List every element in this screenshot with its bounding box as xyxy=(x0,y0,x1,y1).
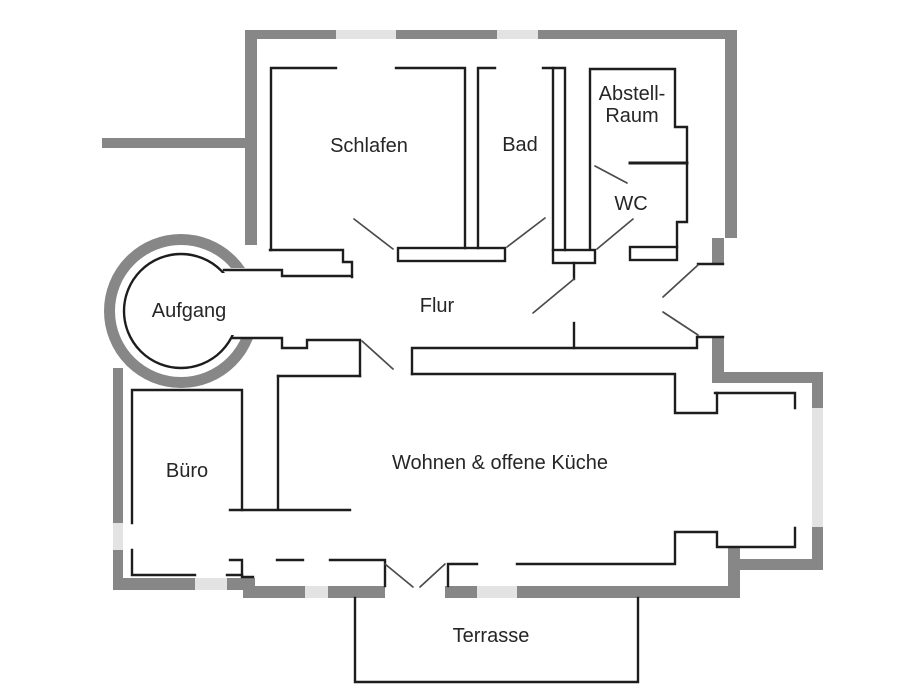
window-top-1 xyxy=(336,30,396,39)
terrace-outline xyxy=(353,596,640,684)
interior-walls xyxy=(122,66,797,684)
room-label-abstellraum-line2: Raum xyxy=(605,105,658,127)
room-label-abstellraum-line1: Abstell- xyxy=(599,83,666,105)
room-label-wc: WC xyxy=(614,193,647,215)
room-label-wohnen: Wohnen & offene Küche xyxy=(392,452,608,474)
door-wohnen xyxy=(361,340,394,370)
window-top-2 xyxy=(497,30,538,39)
door-bad xyxy=(506,217,546,248)
window-bottom-3 xyxy=(195,578,227,590)
door-flur xyxy=(532,278,575,314)
room-label-aufgang: Aufgang xyxy=(152,300,227,322)
window-bottom-2 xyxy=(305,586,328,598)
room-label-terrasse: Terrasse xyxy=(453,625,530,647)
door-bay xyxy=(662,264,699,336)
window-left xyxy=(113,523,123,550)
window-bay-right xyxy=(812,408,823,527)
door-swings xyxy=(353,165,699,588)
room-label-buero: Büro xyxy=(166,460,208,482)
door-wc xyxy=(596,218,634,250)
room-label-bad: Bad xyxy=(502,134,538,156)
windows xyxy=(113,30,823,598)
door-schlafen xyxy=(353,218,394,250)
door-abstellraum xyxy=(594,165,628,184)
room-label-flur: Flur xyxy=(420,295,455,317)
window-bottom-1 xyxy=(477,586,517,598)
door-terrasse xyxy=(384,563,446,588)
room-labels: Schlafen Bad Abstell- Raum WC Flur Aufga… xyxy=(152,83,666,647)
room-label-schlafen: Schlafen xyxy=(330,135,408,157)
